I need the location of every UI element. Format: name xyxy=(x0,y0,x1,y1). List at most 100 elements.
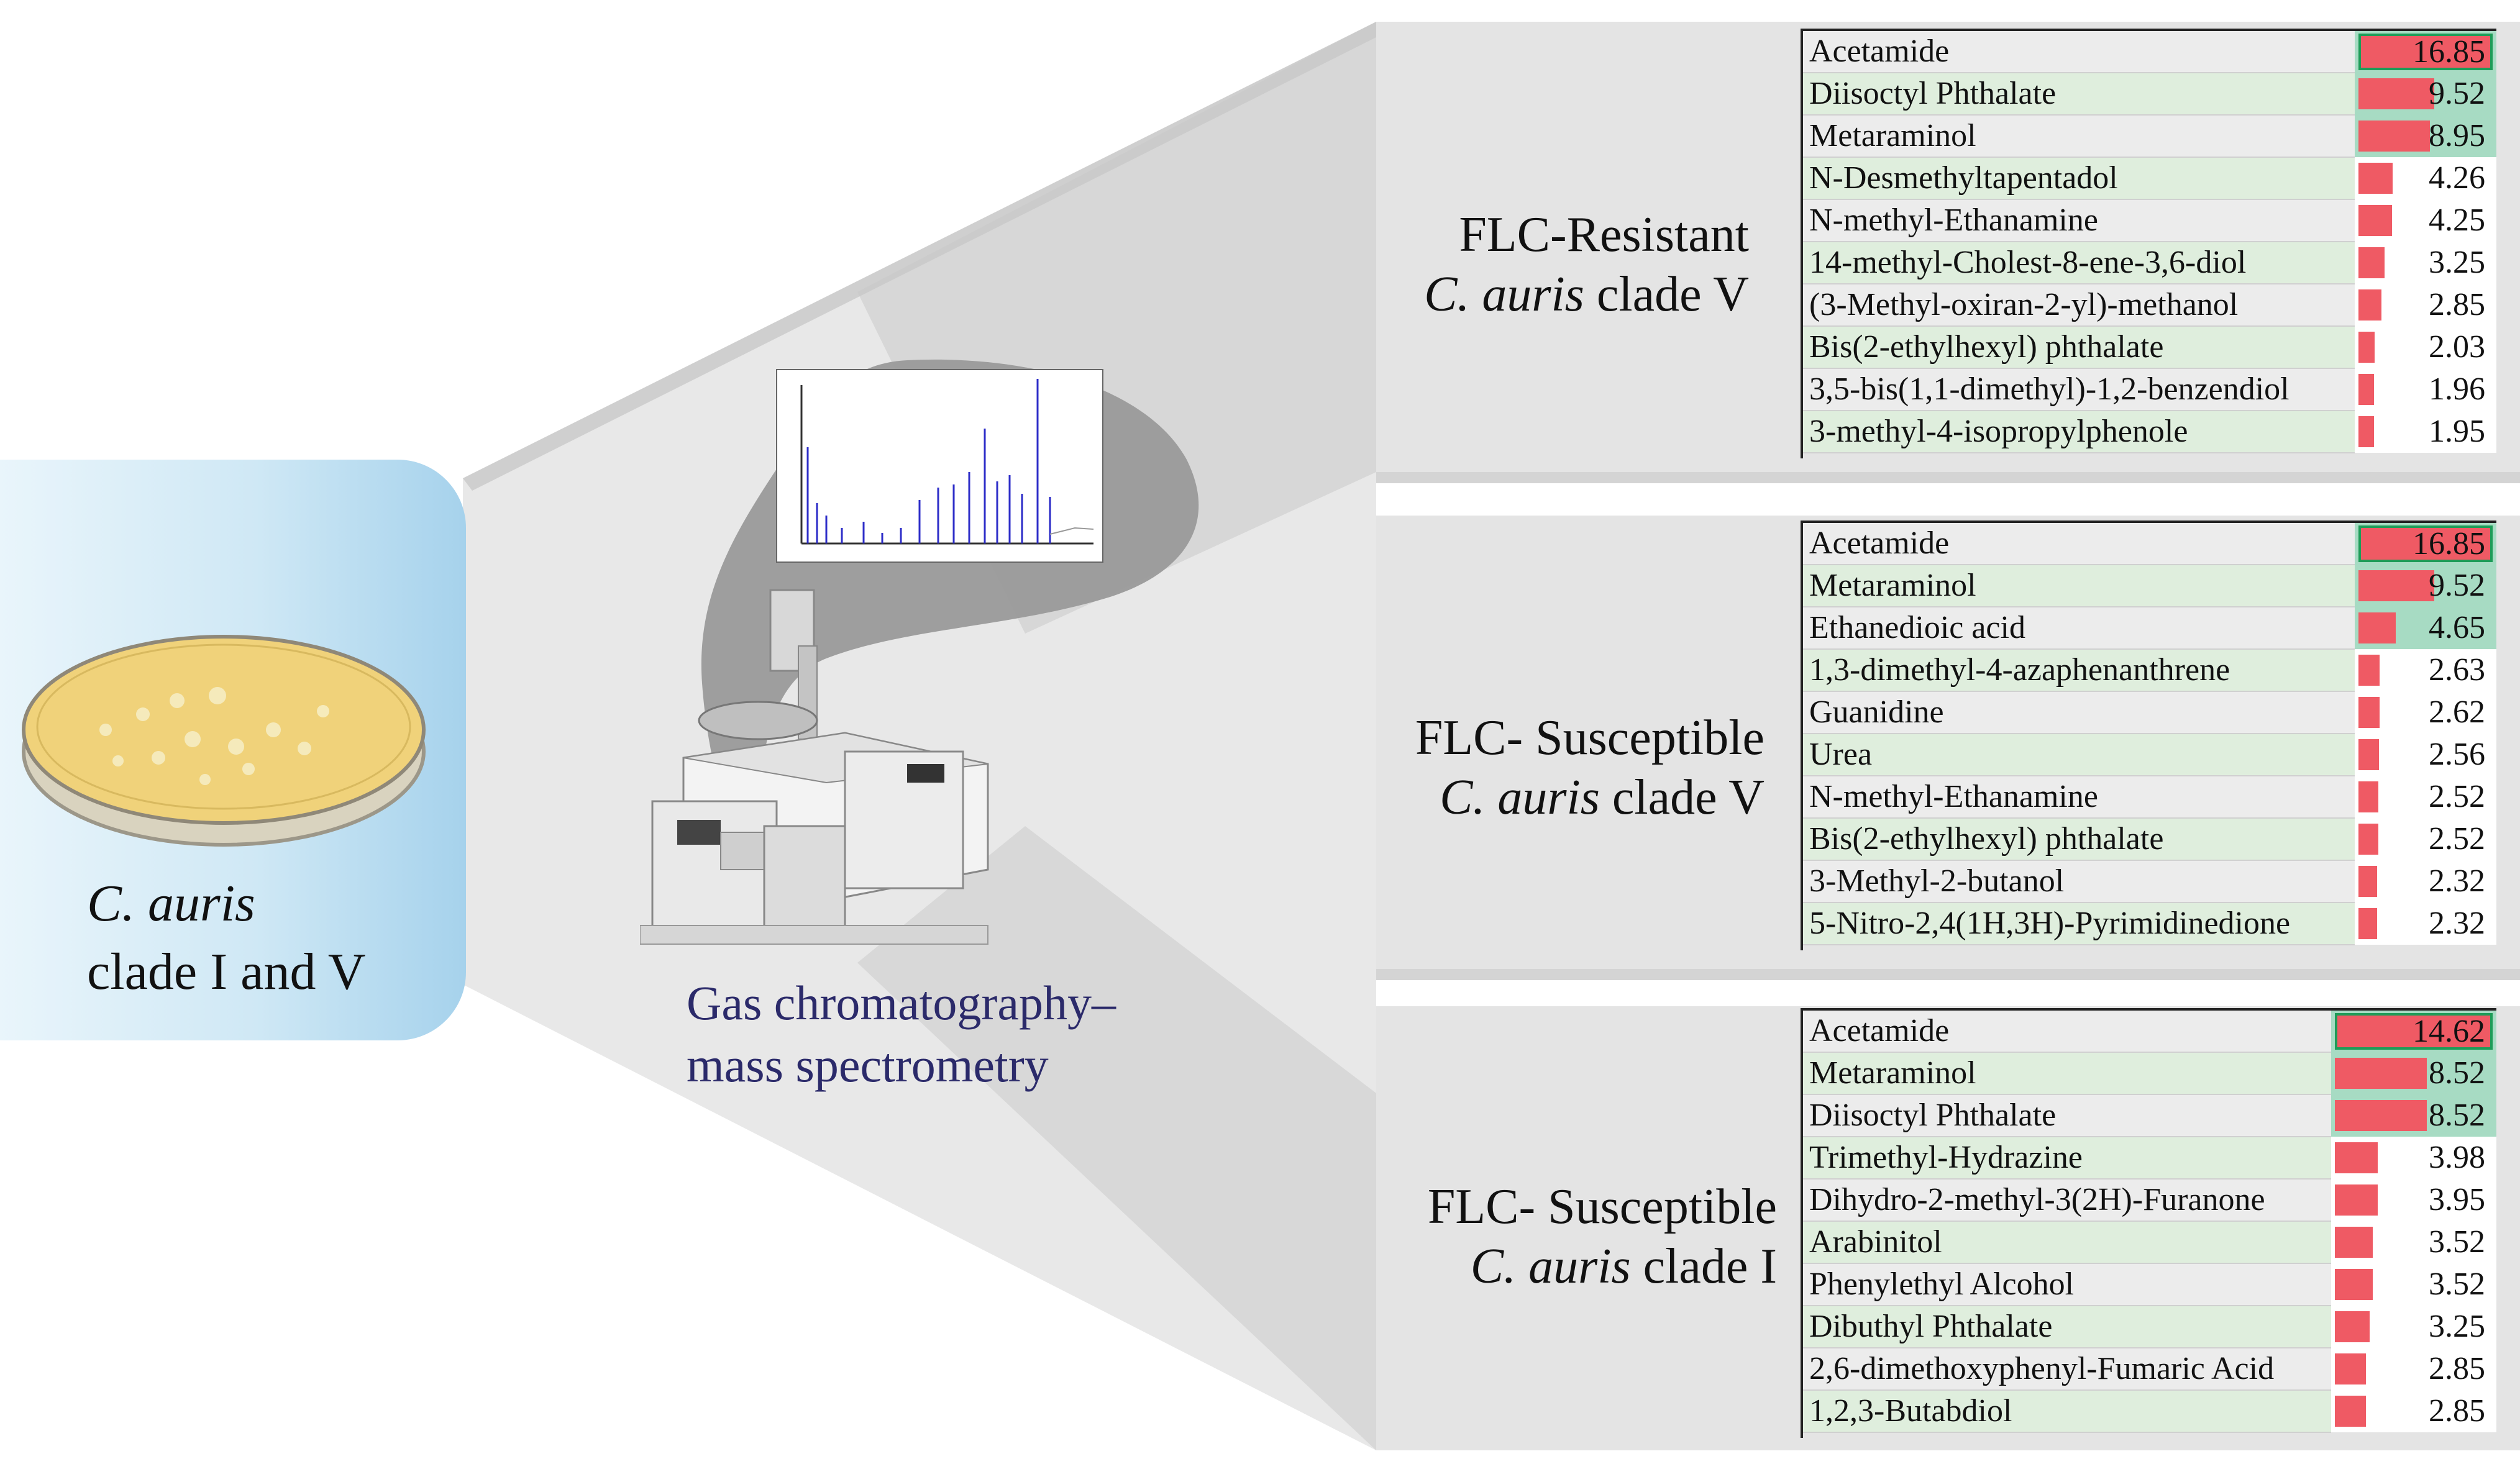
group-title-3-line2: C. auris clade I xyxy=(1376,1237,1777,1296)
compound-name: Phenylethyl Alcohol xyxy=(1803,1263,2331,1306)
abundance-bar xyxy=(2358,525,2493,562)
compound-value-cell: 2.56 xyxy=(2355,734,2496,776)
abundance-bar xyxy=(2358,289,2381,321)
compound-value: 2.63 xyxy=(2429,652,2485,688)
compound-value: 16.85 xyxy=(2413,525,2485,562)
compound-value-cell: 8.52 xyxy=(2331,1094,2496,1137)
compound-value-cell: 3.52 xyxy=(2331,1221,2496,1263)
abundance-bar xyxy=(2358,78,2435,109)
abundance-bar xyxy=(2358,205,2393,236)
compound-value-cell: 14.62 xyxy=(2331,1011,2496,1052)
compound-name: 14-methyl-Cholest-8-ene-3,6-diol xyxy=(1803,242,2355,284)
compound-value: 2.32 xyxy=(2429,906,2485,941)
abundance-bar xyxy=(2335,1353,2366,1384)
gc-ms-instrument-icon xyxy=(640,589,989,945)
group-title-3: FLC- Susceptible C. auris clade I xyxy=(1376,1177,1777,1296)
abundance-bar xyxy=(2335,1227,2373,1258)
compound-value: 9.52 xyxy=(2429,568,2485,603)
abundance-bar xyxy=(2335,1269,2373,1300)
compound-name: Metaraminol xyxy=(1803,1052,2331,1095)
clade-label: clade I and V xyxy=(87,943,366,1001)
abundance-bar xyxy=(2358,120,2430,152)
table-3-left-border xyxy=(1801,1008,1803,1438)
compound-value: 2.85 xyxy=(2429,1351,2485,1386)
compound-name: Guanidine xyxy=(1803,691,2355,734)
compound-name: N-methyl-Ethanamine xyxy=(1803,776,2355,819)
compound-value-cell: 2.62 xyxy=(2355,691,2496,734)
abundance-bar xyxy=(2358,781,2379,812)
compound-name: N-methyl-Ethanamine xyxy=(1803,199,2355,242)
compound-value: 8.95 xyxy=(2429,118,2485,153)
compound-name: 3,5-bis(1,1-dimethyl)-1,2-benzendiol xyxy=(1803,368,2355,411)
group-title-3-line1: FLC- Susceptible xyxy=(1427,1180,1777,1234)
compound-name: (3-Methyl-oxiran-2-yl)-methanol xyxy=(1803,284,2355,327)
compound-value: 1.95 xyxy=(2429,414,2485,449)
sample-caption: C. auris clade I and V xyxy=(87,870,366,1006)
compound-value-cell: 1.95 xyxy=(2355,411,2496,453)
compound-value-cell: 3.95 xyxy=(2331,1179,2496,1221)
instrument-label: Gas chromatography– mass spectrometry xyxy=(687,972,1116,1096)
compound-name: Acetamide xyxy=(1803,523,2355,565)
compound-value-cell: 1.96 xyxy=(2355,368,2496,411)
abundance-bar xyxy=(2335,1013,2493,1050)
abundance-bar xyxy=(2358,163,2393,194)
compound-value: 9.52 xyxy=(2429,76,2485,111)
group-title-1-species: C. auris xyxy=(1424,267,1584,322)
abundance-bar xyxy=(2335,1058,2427,1089)
compound-value-cell: 2.63 xyxy=(2355,649,2496,691)
compound-value: 2.85 xyxy=(2429,287,2485,322)
abundance-bar xyxy=(2358,570,2435,601)
abundance-bar xyxy=(2358,416,2374,447)
abundance-bar xyxy=(2335,1142,2378,1173)
compound-name: Acetamide xyxy=(1803,1011,2331,1053)
compound-value: 3.52 xyxy=(2429,1224,2485,1260)
compound-value-cell: 2.85 xyxy=(2331,1390,2496,1432)
compound-value: 2.62 xyxy=(2429,694,2485,730)
compound-name: 1,2,3-Butabdiol xyxy=(1803,1390,2331,1433)
compound-row: 3-methyl-4-isopropylphenole 1.95 xyxy=(1803,411,2496,453)
abundance-bar xyxy=(2358,374,2375,405)
compound-value: 2.52 xyxy=(2429,779,2485,814)
compound-row: Arabinitol 3.52 xyxy=(1803,1221,2496,1264)
species-label: C. auris xyxy=(87,875,255,932)
compound-value: 3.98 xyxy=(2429,1140,2485,1175)
abundance-bar xyxy=(2335,1184,2378,1216)
compound-name: Arabinitol xyxy=(1803,1221,2331,1264)
group-title-2-clade: clade V xyxy=(1599,770,1764,825)
compound-value-cell: 4.25 xyxy=(2355,199,2496,242)
group-title-2-line1: FLC- Susceptible xyxy=(1415,711,1764,765)
compound-name: Bis(2-ethylhexyl) phthalate xyxy=(1803,326,2355,369)
table-3-top-border xyxy=(1801,1008,2496,1011)
compound-value: 4.65 xyxy=(2429,610,2485,645)
compound-row: Acetamide 16.85 xyxy=(1803,523,2496,565)
group-title-1-clade: clade V xyxy=(1584,267,1749,322)
compound-name: 3-methyl-4-isopropylphenole xyxy=(1803,411,2355,453)
compound-name: Bis(2-ethylhexyl) phthalate xyxy=(1803,818,2355,861)
table-2-left-border xyxy=(1801,521,1803,950)
table-1-left-border xyxy=(1801,29,1803,458)
compound-value-cell: 2.32 xyxy=(2355,902,2496,945)
compound-name: Dihydro-2-methyl-3(2H)-Furanone xyxy=(1803,1179,2331,1222)
compound-value-cell: 16.85 xyxy=(2355,31,2496,73)
compound-value: 3.52 xyxy=(2429,1266,2485,1302)
compound-name: 3-Methyl-2-butanol xyxy=(1803,860,2355,903)
compound-value-cell: 2.03 xyxy=(2355,326,2496,368)
group-title-3-clade: clade I xyxy=(1630,1239,1777,1294)
compound-value: 3.25 xyxy=(2429,1309,2485,1344)
group-title-1-line2: C. auris clade V xyxy=(1376,265,1749,324)
abundance-bar xyxy=(2358,824,2379,855)
compound-name: Metaraminol xyxy=(1803,565,2355,607)
compound-value-cell: 16.85 xyxy=(2355,523,2496,565)
compound-value-cell: 2.85 xyxy=(2355,284,2496,326)
